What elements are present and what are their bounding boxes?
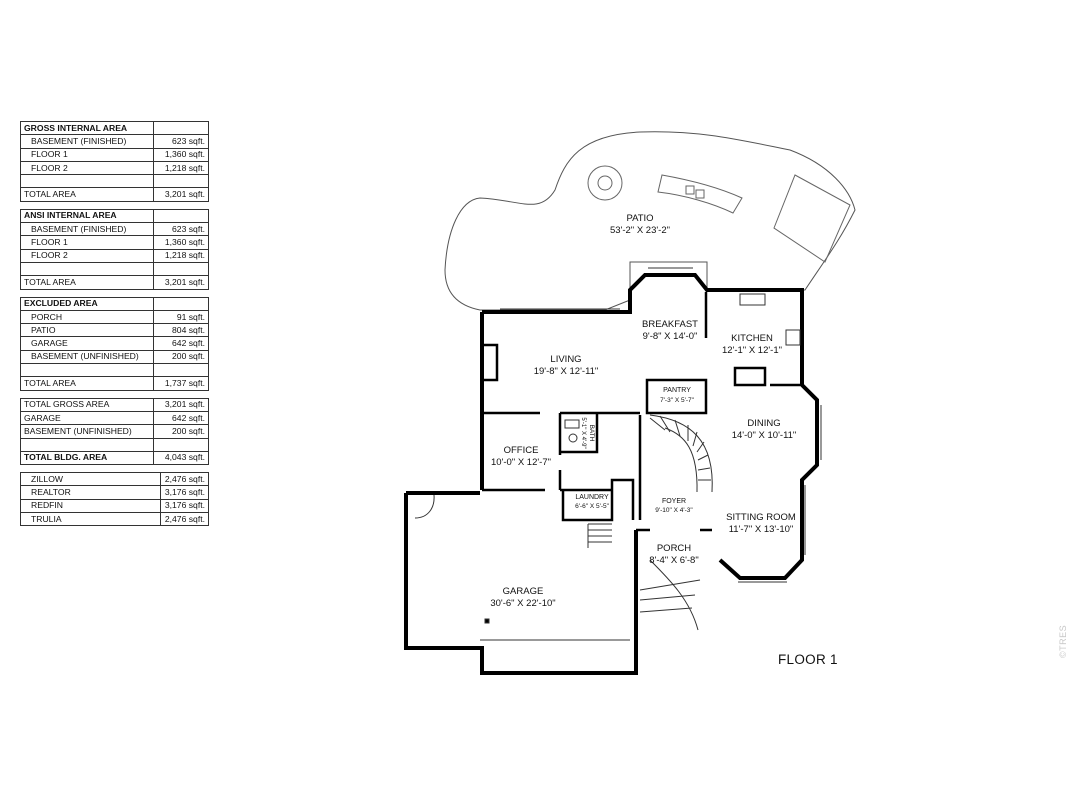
row-value: 2,476 sqft. bbox=[160, 512, 209, 527]
room-name-porch: PORCH bbox=[657, 543, 691, 554]
wall-fireplace bbox=[482, 343, 499, 382]
room-dims-porch: 8'-4" X 6'-8" bbox=[649, 555, 698, 566]
room-dims-dining: 14'-0" X 10'-11" bbox=[732, 430, 797, 441]
room-dims-foyer: 9'-10" X 4'-3" bbox=[655, 507, 693, 514]
kitchen-sink bbox=[739, 293, 766, 306]
curved-bench bbox=[657, 174, 743, 214]
stair-curve-inner bbox=[664, 427, 698, 493]
row-label: TOTAL AREA bbox=[20, 187, 154, 202]
row-value: 1,737 sqft. bbox=[153, 376, 209, 391]
room-name-dining: DINING bbox=[747, 418, 780, 429]
row-label: TOTAL AREA bbox=[20, 275, 154, 290]
floor-title: FLOOR 1 bbox=[778, 652, 838, 667]
room-name-patio: PATIO bbox=[626, 213, 653, 224]
room-dims-kitchen: 12'-1" X 12'-1" bbox=[722, 345, 782, 356]
room-dims-patio: 53'-2" X 23'-2" bbox=[610, 225, 670, 236]
room-name-breakfast: BREAKFAST bbox=[642, 319, 698, 330]
stove bbox=[785, 329, 801, 346]
table-row: BASEMENT (FINISHED)623 sqft. bbox=[20, 134, 209, 149]
room-dims-pantry: 7'-3" X 5'-7" bbox=[660, 397, 695, 404]
room-name-bath: BATH bbox=[588, 425, 595, 442]
room-name-foyer: FOYER bbox=[662, 498, 686, 505]
room-dims-bath: 5'-1" X 4'-9" bbox=[580, 417, 586, 448]
room-dims-laundry: 6'-6" X 5'-5" bbox=[575, 503, 610, 510]
room-dims-garage: 30'-6" X 22'-10" bbox=[490, 598, 555, 609]
garage-door-swing bbox=[414, 494, 435, 519]
room-name-pantry: PANTRY bbox=[663, 387, 691, 394]
bench-chair-1 bbox=[685, 185, 695, 195]
table-row: ANSI INTERNAL AREA bbox=[20, 208, 209, 224]
watermark: ©TRES bbox=[1058, 624, 1068, 658]
row-label: TRULIA bbox=[20, 512, 161, 527]
garage-wall bbox=[404, 493, 638, 675]
stair-curve-outer bbox=[649, 414, 713, 493]
table-row: EXCLUDED AREA bbox=[20, 296, 209, 311]
wall-kitchen-island bbox=[733, 366, 767, 387]
stair-treads bbox=[649, 415, 711, 481]
toilet bbox=[568, 433, 578, 443]
room-name-living: LIVING bbox=[550, 354, 581, 365]
row-value: 3,201 sqft. bbox=[153, 275, 209, 290]
garage-post bbox=[484, 618, 490, 624]
wall-pantry bbox=[645, 378, 708, 415]
row-value: 642 sqft. bbox=[153, 336, 209, 351]
wall-laundry bbox=[561, 478, 635, 522]
table-row: BASEMENT (UNFINISHED)200 sqft. bbox=[20, 349, 209, 365]
window-sitting-bay bbox=[738, 485, 806, 583]
room-dims-office: 10'-0" X 12'-7" bbox=[491, 457, 551, 468]
room-name-laundry: LAUNDRY bbox=[575, 494, 609, 501]
room-dims-breakfast: 9'-8" X 14'-0" bbox=[643, 331, 698, 342]
room-name-kitchen: KITCHEN bbox=[731, 333, 773, 344]
row-value: 91 sqft. bbox=[153, 309, 209, 325]
laundry-steps bbox=[587, 523, 612, 548]
bath-vanity bbox=[564, 419, 580, 429]
table-row bbox=[20, 437, 209, 452]
row-value: 4,043 sqft. bbox=[153, 450, 209, 466]
patio-deck bbox=[773, 174, 851, 263]
room-name-garage: GARAGE bbox=[503, 586, 544, 597]
room-name-sitting: SITTING ROOM bbox=[726, 512, 796, 523]
row-label: TOTAL BLDG. AREA bbox=[20, 450, 154, 466]
room-dims-sitting: 11'-7" X 13'-10" bbox=[729, 524, 794, 535]
exterior-wall-north-living bbox=[482, 273, 804, 385]
wall-bath bbox=[560, 413, 599, 454]
room-name-office: OFFICE bbox=[504, 445, 539, 456]
exterior-wall-east bbox=[718, 383, 819, 580]
fire-pit-outer bbox=[587, 165, 623, 201]
porch-steps bbox=[639, 559, 701, 631]
bench-chair-2 bbox=[695, 189, 705, 199]
patio-outline bbox=[444, 131, 856, 311]
fire-pit-inner bbox=[597, 175, 613, 191]
row-value: 3,201 sqft. bbox=[153, 187, 209, 202]
room-dims-living: 19'-8" X 12'-11" bbox=[534, 366, 599, 377]
